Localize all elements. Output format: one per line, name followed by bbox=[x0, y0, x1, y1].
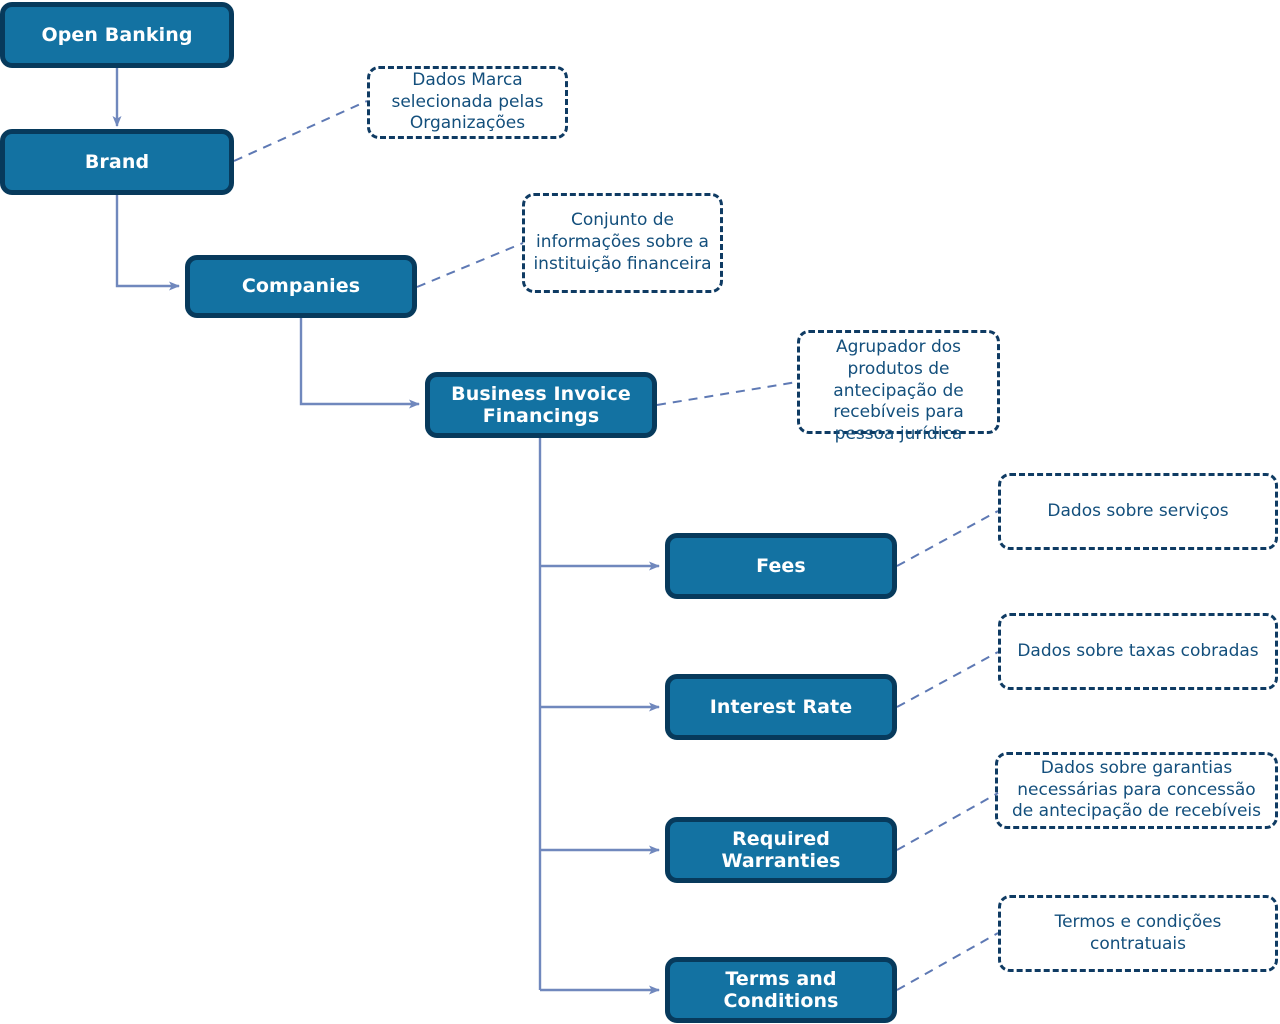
callout-warranties-note: Dados sobre garantias necessárias para c… bbox=[995, 752, 1278, 829]
leader-warranties-note bbox=[896, 792, 999, 851]
callout-terms-note-text: Termos e condições contratuais bbox=[1054, 911, 1222, 954]
node-required-warranties-label: Required Warranties bbox=[721, 827, 841, 872]
leader-terms-note bbox=[896, 932, 999, 991]
node-open-banking[interactable]: Open Banking bbox=[0, 2, 234, 68]
leader-companies-note bbox=[416, 242, 524, 288]
node-brand-label: Brand bbox=[84, 150, 150, 173]
node-fees[interactable]: Fees bbox=[665, 533, 897, 599]
node-terms-and-conditions[interactable]: Terms and Conditions bbox=[665, 957, 897, 1023]
leader-fees-note bbox=[896, 510, 999, 567]
node-fees-label: Fees bbox=[756, 554, 806, 577]
callout-companies-note-text: Conjunto de informações sobre a institui… bbox=[533, 210, 712, 274]
edge-companies-to-bif bbox=[299, 318, 420, 409]
node-open-banking-label: Open Banking bbox=[41, 23, 193, 46]
node-companies-label: Companies bbox=[241, 275, 361, 298]
leader-bif-note bbox=[656, 381, 798, 406]
callout-brand-note-text: Dados Marca selecionada pelas Organizaçõ… bbox=[391, 69, 544, 134]
callout-terms-note: Termos e condições contratuais bbox=[998, 895, 1278, 972]
callout-interest-note-text: Dados sobre taxas cobradas bbox=[1017, 640, 1259, 661]
node-terms-and-conditions-label: Terms and Conditions bbox=[723, 967, 839, 1012]
leader-interest-note bbox=[896, 651, 999, 708]
callout-bif-note-text: Agrupador dos produtos de antecipação de… bbox=[833, 337, 964, 444]
callout-companies-note: Conjunto de informações sobre a institui… bbox=[522, 193, 723, 293]
node-required-warranties[interactable]: Required Warranties bbox=[665, 817, 897, 883]
node-brand[interactable]: Brand bbox=[0, 129, 234, 195]
callout-warranties-note-text: Dados sobre garantias necessárias para c… bbox=[1012, 757, 1261, 822]
edge-brand-to-companies bbox=[115, 195, 180, 291]
node-interest-rate[interactable]: Interest Rate bbox=[665, 674, 897, 740]
node-companies[interactable]: Companies bbox=[185, 255, 417, 318]
callout-fees-note: Dados sobre serviços bbox=[998, 473, 1278, 550]
callout-bif-note: Agrupador dos produtos de antecipação de… bbox=[797, 330, 1000, 444]
callout-brand-note: Dados Marca selecionada pelas Organizaçõ… bbox=[367, 66, 568, 139]
node-business-invoice-financings-label: Business Invoice Financings bbox=[451, 382, 631, 427]
node-business-invoice-financings[interactable]: Business Invoice Financings bbox=[425, 372, 657, 438]
leader-brand-note bbox=[233, 100, 368, 162]
node-interest-rate-label: Interest Rate bbox=[709, 695, 853, 718]
callout-interest-note: Dados sobre taxas cobradas bbox=[998, 613, 1278, 690]
callout-fees-note-text: Dados sobre serviços bbox=[1047, 500, 1229, 521]
